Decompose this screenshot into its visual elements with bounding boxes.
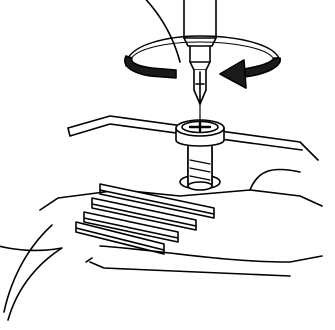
magnifier-callout — [0, 0, 180, 320]
screwdriver-icon — [184, 0, 216, 122]
